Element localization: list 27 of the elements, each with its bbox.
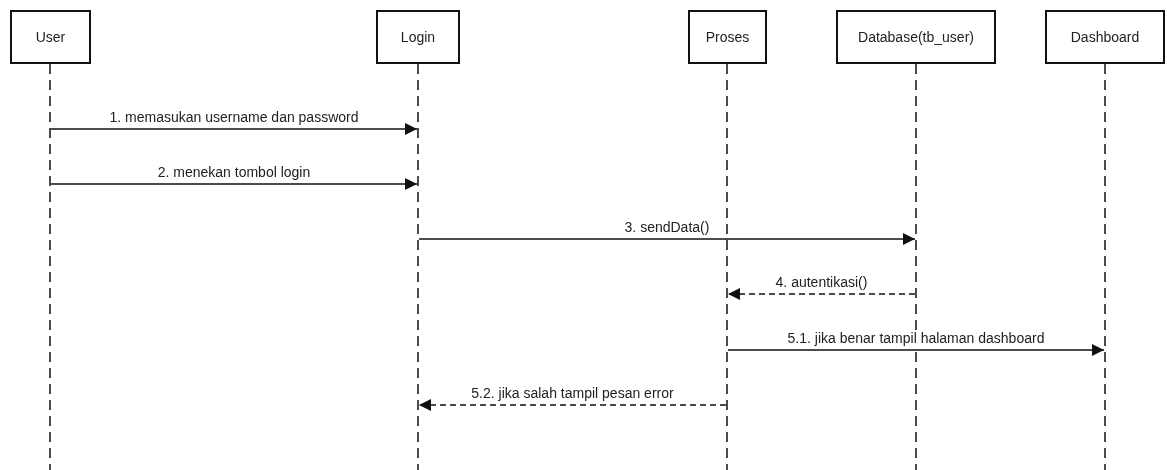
lifeline: [417, 64, 419, 470]
message-arrow: [50, 178, 418, 190]
message-label: 5.1. jika benar tampil halaman dashboard: [785, 330, 1047, 346]
participant-box: [688, 10, 767, 64]
participant-name: Login: [400, 29, 436, 45]
participant-box: [836, 10, 996, 64]
message-arrow: [727, 288, 916, 300]
lifeline: [915, 64, 917, 470]
participant-box: [10, 10, 91, 64]
message-arrow: [50, 123, 418, 135]
participant-box: [1045, 10, 1165, 64]
lifeline: [726, 64, 728, 470]
participant-name: Dashboard: [1070, 29, 1140, 45]
message-label: 2. menekan tombol login: [155, 164, 313, 180]
participant-name: User: [35, 29, 66, 45]
message-arrow: [727, 344, 1105, 356]
message-label: 3. sendData(): [622, 219, 712, 235]
message-label: 1. memasukan username dan password: [107, 109, 361, 125]
participant-name: Proses: [705, 29, 750, 45]
lifeline: [49, 64, 51, 470]
participant-box: [376, 10, 460, 64]
message-arrow: [418, 233, 916, 245]
message-label: 5.2. jika salah tampil pesan error: [469, 385, 676, 401]
participant-name: Database(tb_user): [858, 29, 974, 45]
message-arrow: [418, 399, 727, 411]
lifeline: [1104, 64, 1106, 470]
message-label: 4. autentikasi(): [773, 274, 870, 290]
